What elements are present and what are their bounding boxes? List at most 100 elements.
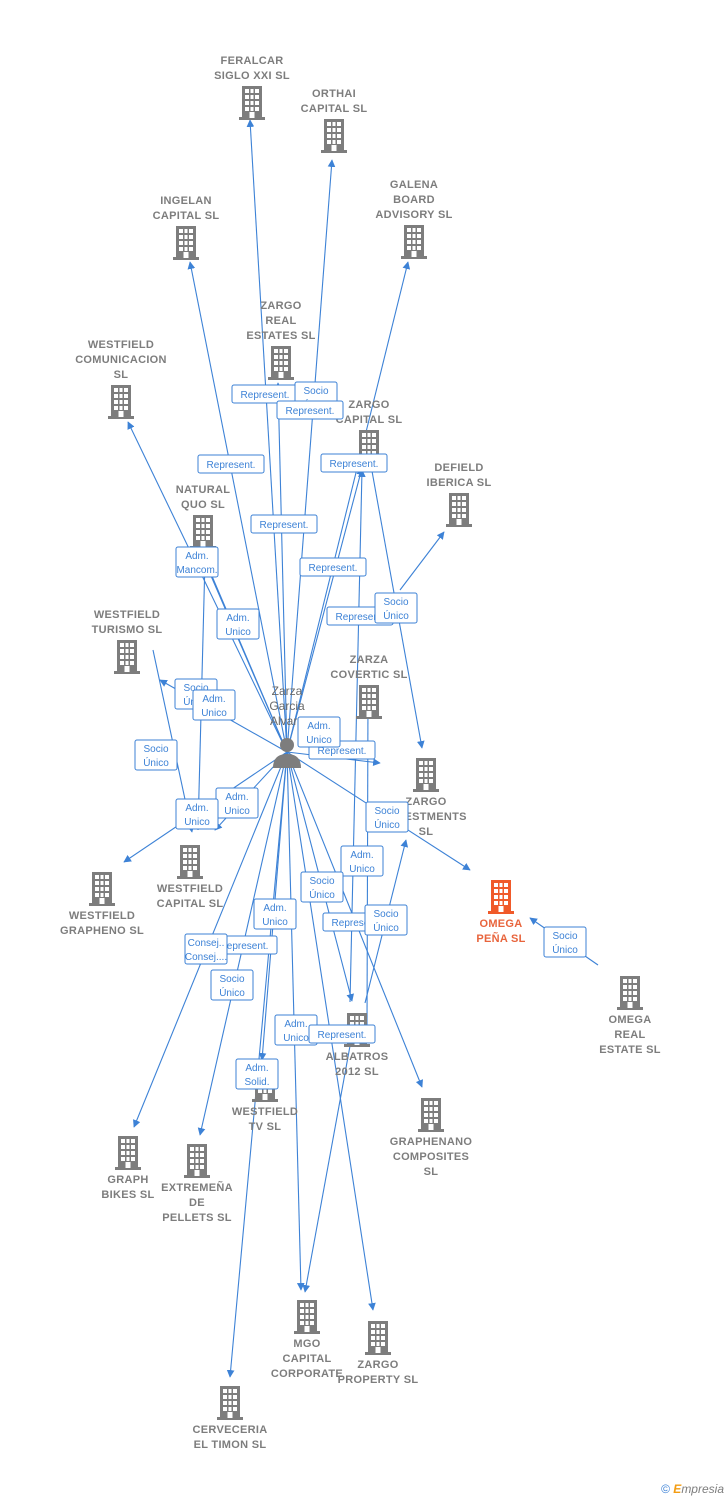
building-icon	[418, 1098, 444, 1132]
relation-badge[interactable]: Adm.Unico	[192, 689, 236, 721]
company-label-line: INGELAN	[160, 195, 212, 207]
relation-badge[interactable]: Adm.Mancom.	[175, 546, 219, 578]
relation-badge[interactable]: Adm.Unico	[215, 787, 259, 819]
footer-credit[interactable]: © Empresia	[661, 1482, 724, 1496]
badge-text-line: Unico	[184, 817, 210, 828]
brand-logo: Empresia	[673, 1482, 724, 1496]
relation-badge[interactable]: Adm.Unico	[297, 716, 341, 748]
edge-arrow	[302, 1034, 353, 1293]
company-label-line: FERALCAR	[221, 55, 284, 67]
badge-text-line: Represent.	[260, 520, 309, 531]
badge-text-line: Unico	[262, 917, 288, 928]
company-label-line: CAPITAL SL	[157, 898, 224, 910]
company-label-line: WESTFIELD	[69, 910, 135, 922]
company-label-line: ZARZA	[350, 654, 389, 666]
badge-text-line: Represent.	[286, 406, 335, 417]
edge-arrow	[274, 382, 288, 753]
badge-text-line: Adm.	[185, 551, 208, 562]
company-label-line: CORPORATE	[271, 1368, 343, 1380]
edge-arrow	[187, 261, 288, 753]
badge-text-line: Único	[374, 818, 400, 831]
person-label-line: Zarza	[272, 684, 303, 698]
company-label-line: ZARGO	[260, 300, 301, 312]
building-icon	[184, 1144, 210, 1178]
badge-text-line: Consej....	[185, 952, 227, 963]
company-label-line: ORTHAI	[312, 88, 356, 100]
badge-box	[235, 1058, 279, 1090]
relation-badge[interactable]: Represent.	[299, 557, 367, 577]
relation-badge[interactable]: Represent.	[250, 514, 318, 534]
badge-text-line: Socio	[309, 876, 334, 887]
relation-badge[interactable]: Adm.Unico	[253, 898, 297, 930]
relation-badge[interactable]: Represent.	[231, 384, 299, 404]
badge-box	[250, 514, 318, 534]
relation-badge[interactable]: Adm.Unico	[340, 845, 384, 877]
company-node-zarza-covertic[interactable]: ZARZA COVERTIC SL	[330, 654, 407, 719]
badge-box	[175, 546, 219, 578]
badge-box	[299, 557, 367, 577]
relation-badge[interactable]: Adm.Unico	[216, 608, 260, 640]
relation-badge[interactable]: Adm.Solid.	[235, 1058, 279, 1090]
badge-text-line: Único	[309, 888, 335, 901]
company-node-ingelan[interactable]: INGELAN CAPITAL SL	[153, 195, 220, 260]
company-label-line: COVERTIC SL	[330, 669, 407, 681]
relation-badge[interactable]: Consej..Consej....	[184, 933, 228, 965]
relation-badge[interactable]: Represent.	[308, 1024, 376, 1044]
badge-text-line: Único	[383, 609, 409, 622]
company-node-orthai[interactable]: ORTHAI CAPITAL SL	[301, 88, 368, 153]
company-label-line: PELLETS SL	[162, 1212, 232, 1224]
building-icon	[173, 226, 199, 260]
company-label-line: CAPITAL SL	[301, 103, 368, 115]
relation-badge[interactable]: Represent.	[320, 453, 388, 473]
badge-box	[320, 453, 388, 473]
relation-badge[interactable]: Represent.	[197, 454, 265, 474]
badge-text-line: Represent.	[330, 459, 379, 470]
company-label-line: SL	[419, 826, 434, 838]
company-label-line: CAPITAL SL	[336, 414, 403, 426]
badge-text-line: Unico	[224, 806, 250, 817]
badge-text-line: Adm.	[185, 803, 208, 814]
badge-text-line: Único	[219, 986, 245, 999]
company-label-line: ADVISORY SL	[375, 209, 452, 221]
badge-text-line: Socio	[183, 683, 208, 694]
badge-box	[365, 801, 409, 833]
relation-badge[interactable]: Adm.Unico	[274, 1014, 318, 1046]
badge-box	[197, 454, 265, 474]
badge-box	[184, 933, 228, 965]
company-label-line: CAPITAL SL	[153, 210, 220, 222]
relation-badge[interactable]: Adm. Unico	[175, 798, 219, 830]
building-icon	[401, 225, 427, 259]
badge-text-line: Adm.	[350, 850, 373, 861]
company-label-line: OMEGA	[608, 1014, 651, 1026]
relation-badge[interactable]: Represent.	[276, 400, 344, 420]
